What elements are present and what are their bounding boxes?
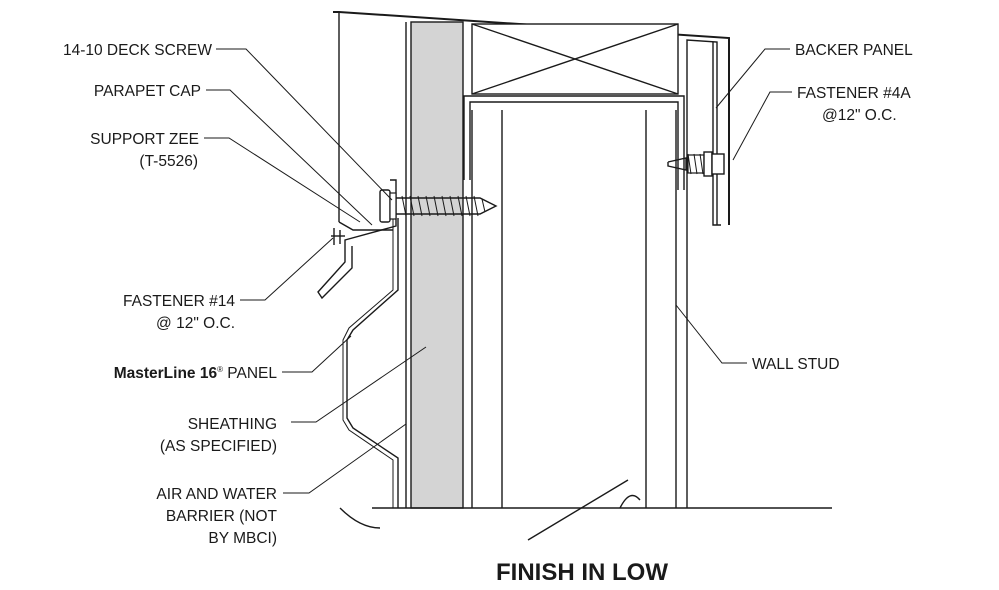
label-air-water-barrier-3: BY MBCI) [208,530,277,547]
label-support-zee-code: (T-5526) [139,153,198,170]
label-fastener-14-spacing: @ 12" O.C. [156,315,235,332]
label-fastener-4a: FASTENER #4A [797,85,911,102]
label-support-zee: SUPPORT ZEE [90,131,199,148]
label-fastener-14: FASTENER #14 [123,293,235,310]
header-blocking [471,23,679,95]
masterline-panel [346,218,399,508]
deck-screw [379,189,498,223]
label-deck-screw: 14-10 DECK SCREW [63,42,212,59]
label-fastener-4a-spacing: @12" O.C. [822,107,897,124]
top-track [463,95,685,190]
drawing-title: FINISH IN LOW [496,559,668,586]
sheathing [410,21,464,509]
label-masterline-panel: MasterLine 16® PANEL [114,365,278,382]
wall-stud [471,110,677,508]
base-break-line [339,479,832,541]
label-air-water-barrier-2: BARRIER (NOT [166,508,278,525]
backer-panel [686,39,721,508]
label-air-water-barrier: AIR AND WATER [156,486,277,503]
leader-lines [204,48,792,494]
label-wall-stud: WALL STUD [752,356,840,373]
label-sheathing-spec: (AS SPECIFIED) [160,438,277,455]
label-parapet-cap: PARAPET CAP [94,83,201,100]
label-backer-panel: BACKER PANEL [795,42,913,59]
label-sheathing: SHEATHING [188,416,277,433]
fastener-4a [667,151,725,177]
